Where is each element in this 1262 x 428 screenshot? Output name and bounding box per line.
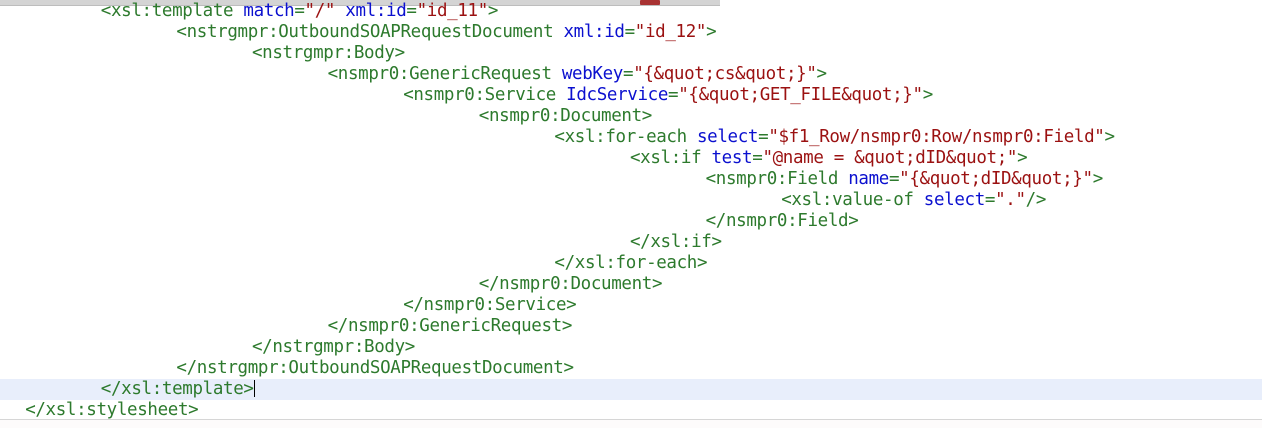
token-attr: IdcService — [566, 85, 669, 105]
token-tag: <nsmpr0:Service — [403, 85, 567, 105]
token-eq: = — [758, 127, 769, 147]
code-line[interactable]: </xsl:if> — [0, 232, 1262, 253]
token-eq: = — [752, 148, 763, 168]
token-plain — [335, 1, 345, 21]
code-line[interactable]: <xsl:template match="/" xml:id="id_11"> — [0, 1, 1262, 22]
token-val: "." — [995, 190, 1026, 210]
token-tag: <nsmpr0:GenericRequest — [327, 64, 562, 84]
token-tag: > — [706, 22, 717, 42]
code-line[interactable]: <nsmpr0:GenericRequest webKey="{&quot;cs… — [0, 64, 1262, 85]
token-attr: xml:id — [345, 1, 407, 21]
code-line[interactable]: </nsmpr0:Document> — [0, 274, 1262, 295]
token-eq: = — [984, 190, 996, 210]
token-attr: webKey — [561, 64, 623, 84]
code-line[interactable]: <nsmpr0:Document> — [0, 106, 1262, 127]
toolbar-marker-icon — [640, 0, 660, 5]
token-tag: <nstrgmpr:OutboundSOAPRequestDocument — [176, 22, 564, 42]
token-tag: </nsmpr0:Document> — [478, 274, 663, 294]
token-tag: /> — [1025, 190, 1047, 210]
token-tag: <nsmpr0:Field — [705, 169, 849, 189]
code-line[interactable]: <nsmpr0:Field name="{&quot;dID&quot;}"> — [0, 169, 1262, 190]
token-val: "@name = &quot;dID&quot;" — [762, 148, 1018, 168]
token-tag: <xsl:template — [100, 1, 244, 21]
token-val: "{&quot;dID&quot;}" — [899, 169, 1093, 189]
token-attr: select — [697, 127, 759, 147]
token-tag: <xsl:if — [630, 148, 712, 168]
code-line[interactable]: </nstrgmpr:OutboundSOAPRequestDocument> — [0, 358, 1262, 379]
token-eq: = — [624, 22, 636, 42]
code-line[interactable]: </nstrgmpr:Body> — [0, 337, 1262, 358]
token-tag: </xsl:template> — [100, 379, 254, 399]
code-line[interactable]: </nsmpr0:Service> — [0, 295, 1262, 316]
token-tag: </xsl:for-each> — [554, 253, 708, 273]
token-tag: > — [1092, 169, 1104, 189]
text-caret — [253, 380, 255, 397]
token-eq: = — [668, 85, 679, 105]
code-line[interactable]: </xsl:stylesheet> — [0, 400, 1262, 421]
token-tag: > — [1017, 148, 1028, 168]
token-eq: = — [888, 169, 900, 189]
token-tag: </nsmpr0:Field> — [705, 211, 859, 231]
token-eq: = — [406, 1, 417, 21]
token-val: "id_11" — [416, 1, 489, 21]
token-tag: </nstrgmpr:OutboundSOAPRequestDocument> — [176, 358, 574, 378]
token-val: "/" — [304, 1, 336, 21]
code-line[interactable]: <xsl:if test="@name = &quot;dID&quot;"> — [0, 148, 1262, 169]
token-eq: = — [294, 1, 305, 21]
token-val: "$f1_Row/nsmpr0:Row/nsmpr0:Field" — [768, 127, 1105, 147]
code-line[interactable]: </nsmpr0:GenericRequest> — [0, 316, 1262, 337]
code-line[interactable]: <nstrgmpr:OutboundSOAPRequestDocument xm… — [0, 22, 1262, 43]
token-tag: <nstrgmpr:Body> — [252, 43, 405, 63]
code-line[interactable]: </xsl:template> — [0, 379, 1262, 400]
status-strip — [0, 420, 1262, 428]
token-tag: > — [922, 85, 934, 105]
token-tag: </xsl:if> — [630, 232, 722, 252]
token-tag: <xsl:for-each — [554, 127, 697, 147]
token-val: "{&quot;GET_FILE&quot;}" — [678, 85, 923, 105]
token-tag: </nsmpr0:GenericRequest> — [327, 316, 573, 336]
token-attr: name — [848, 169, 889, 189]
token-tag: > — [816, 64, 828, 84]
code-line[interactable]: <nstrgmpr:Body> — [0, 43, 1262, 64]
token-tag: > — [1104, 127, 1115, 147]
token-val: "id_12" — [634, 22, 707, 42]
token-tag: <xsl:value-of — [781, 190, 924, 210]
code-line[interactable]: </nsmpr0:Field> — [0, 211, 1262, 232]
token-tag: </xsl:stylesheet> — [25, 400, 199, 420]
token-tag: > — [487, 1, 499, 21]
token-tag: <nsmpr0:Document> — [478, 106, 653, 126]
code-line[interactable]: </xsl:for-each> — [0, 253, 1262, 274]
token-tag: </nsmpr0:Service> — [403, 295, 577, 315]
token-eq: = — [623, 64, 634, 84]
token-attr: test — [711, 148, 753, 168]
code-line[interactable]: <xsl:value-of select="."/> — [0, 190, 1262, 211]
code-line[interactable]: <xsl:for-each select="$f1_Row/nsmpr0:Row… — [0, 127, 1262, 148]
token-attr: select — [923, 190, 985, 210]
token-attr: match — [243, 1, 295, 21]
toolbar-strip-clipped — [0, 0, 720, 6]
token-tag: </nstrgmpr:Body> — [252, 337, 415, 357]
token-val: "{&quot;cs&quot;}" — [633, 64, 817, 84]
editor-bottom-divider — [0, 419, 1262, 420]
token-attr: xml:id — [563, 22, 625, 42]
code-line[interactable]: <nsmpr0:Service IdcService="{&quot;GET_F… — [0, 85, 1262, 106]
